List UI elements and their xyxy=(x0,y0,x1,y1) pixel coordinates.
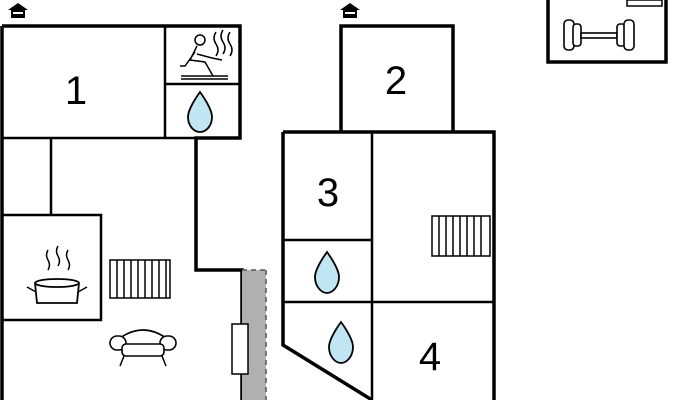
room-4-label: 4 xyxy=(419,335,441,379)
right-unit xyxy=(281,24,496,400)
bathroom-drop-icon xyxy=(328,320,354,364)
fitness-dumbbell-icon xyxy=(563,19,635,51)
radiator-icon xyxy=(431,215,491,257)
left-unit xyxy=(0,24,244,400)
radiator-icon xyxy=(109,259,171,299)
bathroom-drop-icon xyxy=(187,90,213,133)
room-2-label: 2 xyxy=(385,59,407,103)
entrance-icon xyxy=(340,3,360,18)
fitness-room xyxy=(546,0,668,64)
door-icon xyxy=(231,323,249,375)
sauna-icon xyxy=(180,29,233,80)
bathroom-drop-icon xyxy=(314,250,340,294)
room-3-label: 3 xyxy=(317,171,339,215)
kitchen-pot-icon xyxy=(26,245,88,304)
armchair-icon xyxy=(109,329,177,367)
entrance-icon xyxy=(8,3,28,18)
room-1-label: 1 xyxy=(65,69,87,113)
